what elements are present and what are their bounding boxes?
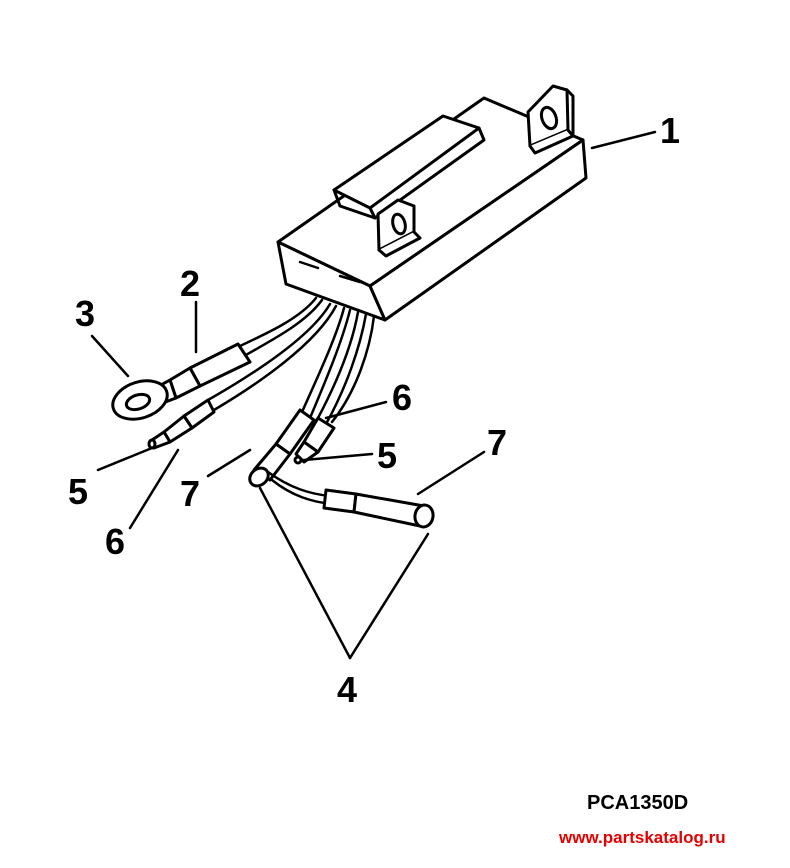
callout-1: 1	[660, 110, 681, 151]
center-connectors	[248, 408, 336, 488]
leader-lines	[90, 130, 657, 660]
mounting-tab-right	[526, 84, 575, 155]
ring-terminal	[111, 342, 252, 421]
callout-4: 4	[337, 669, 358, 710]
callout-5-right: 5	[377, 435, 398, 476]
callout-2: 2	[180, 263, 201, 304]
bullet-connector-left	[147, 398, 216, 450]
female-connector-right	[266, 470, 435, 529]
callout-6-right: 6	[392, 377, 413, 418]
watermark-url: www.partskatalog.ru	[559, 828, 726, 847]
wire-bundle	[206, 296, 376, 426]
callout-7-right: 7	[487, 422, 508, 463]
callout-7-left: 7	[180, 473, 201, 514]
figure-code: PCA1350D	[587, 792, 689, 814]
mounting-tab-front	[376, 198, 422, 258]
callout-5-left: 5	[68, 471, 89, 512]
callout-6-left: 6	[105, 521, 126, 562]
callout-3: 3	[75, 293, 96, 334]
module-box	[276, 96, 588, 322]
